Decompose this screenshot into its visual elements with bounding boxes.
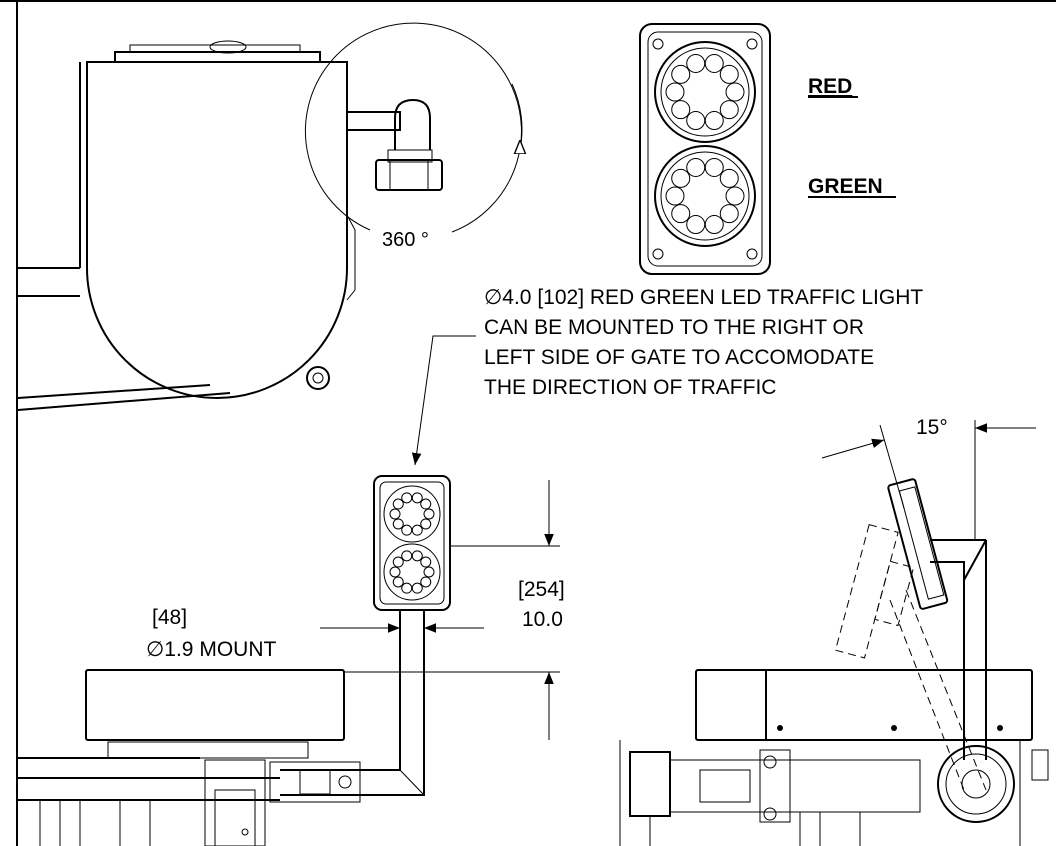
height-imperial: 10.0: [522, 608, 563, 631]
led: [389, 508, 401, 520]
led: [389, 566, 401, 578]
side-view-right: [619, 478, 1049, 846]
note-line-1: ∅4.0 [102] RED GREEN LED TRAFFIC LIGHT: [484, 286, 923, 309]
mount-label: ∅1.9 MOUNT: [146, 638, 276, 661]
green-lens: [654, 145, 756, 247]
led: [392, 498, 404, 510]
gate-housing-top-view: [17, 40, 356, 411]
led: [401, 524, 413, 536]
led: [392, 576, 404, 588]
led: [704, 157, 724, 177]
led: [411, 492, 423, 504]
mount-dimension: [48] ∅1.9 MOUNT: [146, 606, 484, 661]
led: [686, 111, 706, 131]
legend-red: RED: [808, 75, 852, 98]
tilt-angle: 15°: [916, 416, 948, 439]
led: [411, 582, 423, 594]
led: [686, 53, 706, 73]
led-array: [665, 53, 745, 235]
rotation-label: 360 °: [382, 229, 429, 251]
led: [704, 53, 724, 73]
led-array-small: [389, 492, 435, 594]
led: [671, 168, 691, 188]
led: [420, 556, 432, 568]
led: [719, 204, 739, 224]
led: [423, 508, 435, 520]
led: [671, 64, 691, 84]
note-line-2: CAN BE MOUNTED TO THE RIGHT OR: [484, 316, 864, 339]
led: [420, 498, 432, 510]
note-line-4: THE DIRECTION OF TRAFFIC: [484, 376, 776, 399]
led: [719, 100, 739, 120]
front-view-left: [18, 475, 451, 846]
led: [411, 524, 423, 536]
height-metric: [254]: [518, 578, 565, 601]
led: [704, 111, 724, 131]
led: [719, 64, 739, 84]
led: [665, 82, 685, 102]
tilt-dimension: 15°: [821, 416, 1036, 540]
led: [686, 157, 706, 177]
led: [725, 186, 745, 206]
led: [719, 168, 739, 188]
led: [725, 82, 745, 102]
led: [392, 556, 404, 568]
traffic-light-detail: [639, 23, 771, 275]
light-arm-rotating: [347, 98, 443, 191]
red-lens: [654, 41, 756, 143]
led: [423, 566, 435, 578]
mounting-note: ∅4.0 [102] RED GREEN LED TRAFFIC LIGHT C…: [411, 286, 923, 466]
led: [420, 518, 432, 530]
led: [401, 492, 413, 504]
legend-green: GREEN: [808, 175, 883, 198]
led: [671, 100, 691, 120]
led: [686, 215, 706, 235]
height-dimension: [254] 10.0: [344, 480, 565, 740]
led: [392, 518, 404, 530]
led: [671, 204, 691, 224]
mount-metric: [48]: [152, 606, 187, 629]
led: [704, 215, 724, 235]
led: [401, 550, 413, 562]
led: [665, 186, 685, 206]
led: [411, 550, 423, 562]
rotation-indicator: 360 °: [305, 22, 522, 251]
led: [401, 582, 413, 594]
note-line-3: LEFT SIDE OF GATE TO ACCOMODATE: [484, 346, 874, 369]
led: [420, 576, 432, 588]
